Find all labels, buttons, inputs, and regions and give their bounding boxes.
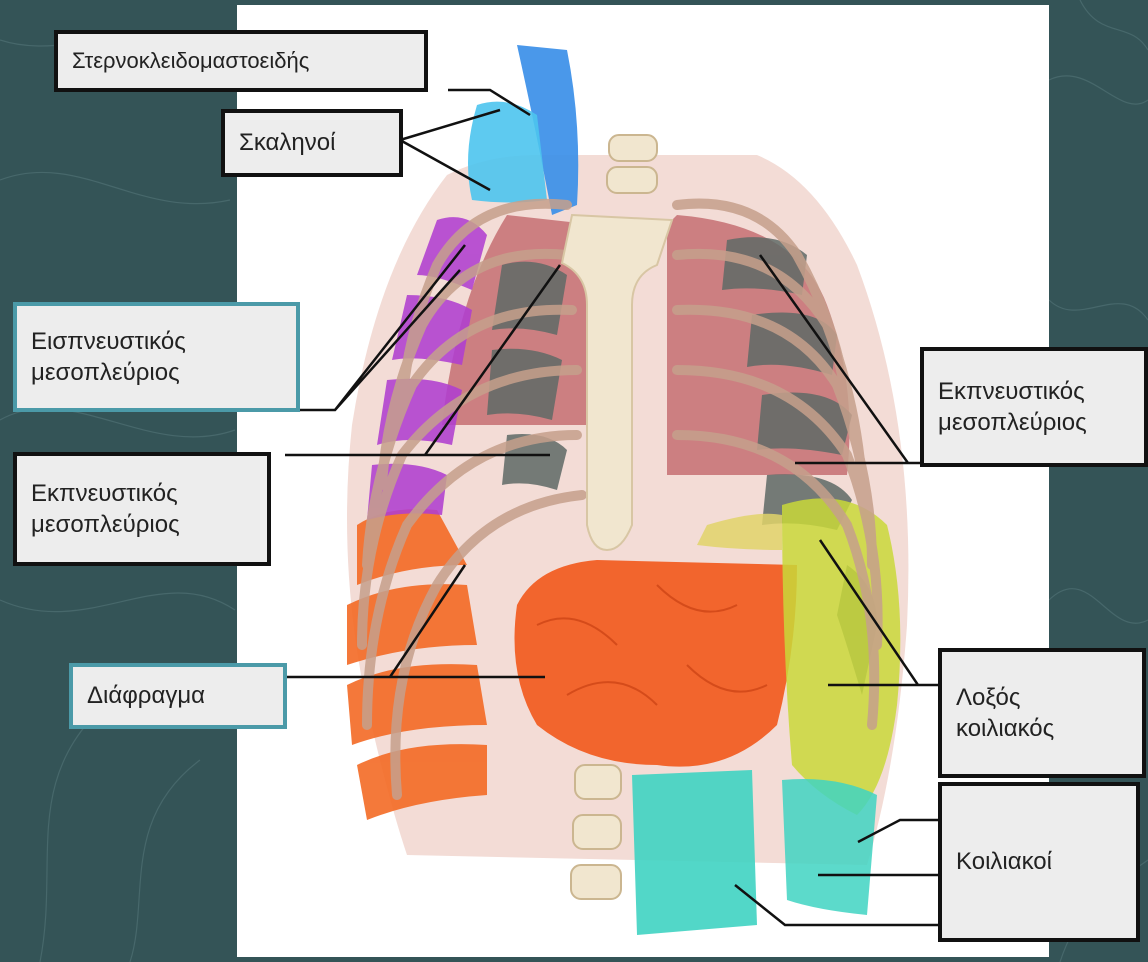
label-diaphragm: Διάφραγμα: [69, 663, 287, 729]
label-inspiratory-intercostal: Εισπνευστικός μεσοπλεύριος: [13, 302, 300, 412]
label-scalenes: Σκαληνοί: [221, 109, 403, 177]
label-oblique-abdominal: Λοξός κοιλιακός: [938, 648, 1146, 778]
label-expiratory-intercostal-right: Εκπνευστικός μεσοπλεύριος: [920, 347, 1148, 467]
label-abdominals: Κοιλιακοί: [938, 782, 1140, 942]
label-expiratory-intercostal-left: Εκπνευστικός μεσοπλεύριος: [13, 452, 271, 566]
label-sternocleidomastoid: Στερνοκλειδομαστοειδής: [54, 30, 428, 92]
